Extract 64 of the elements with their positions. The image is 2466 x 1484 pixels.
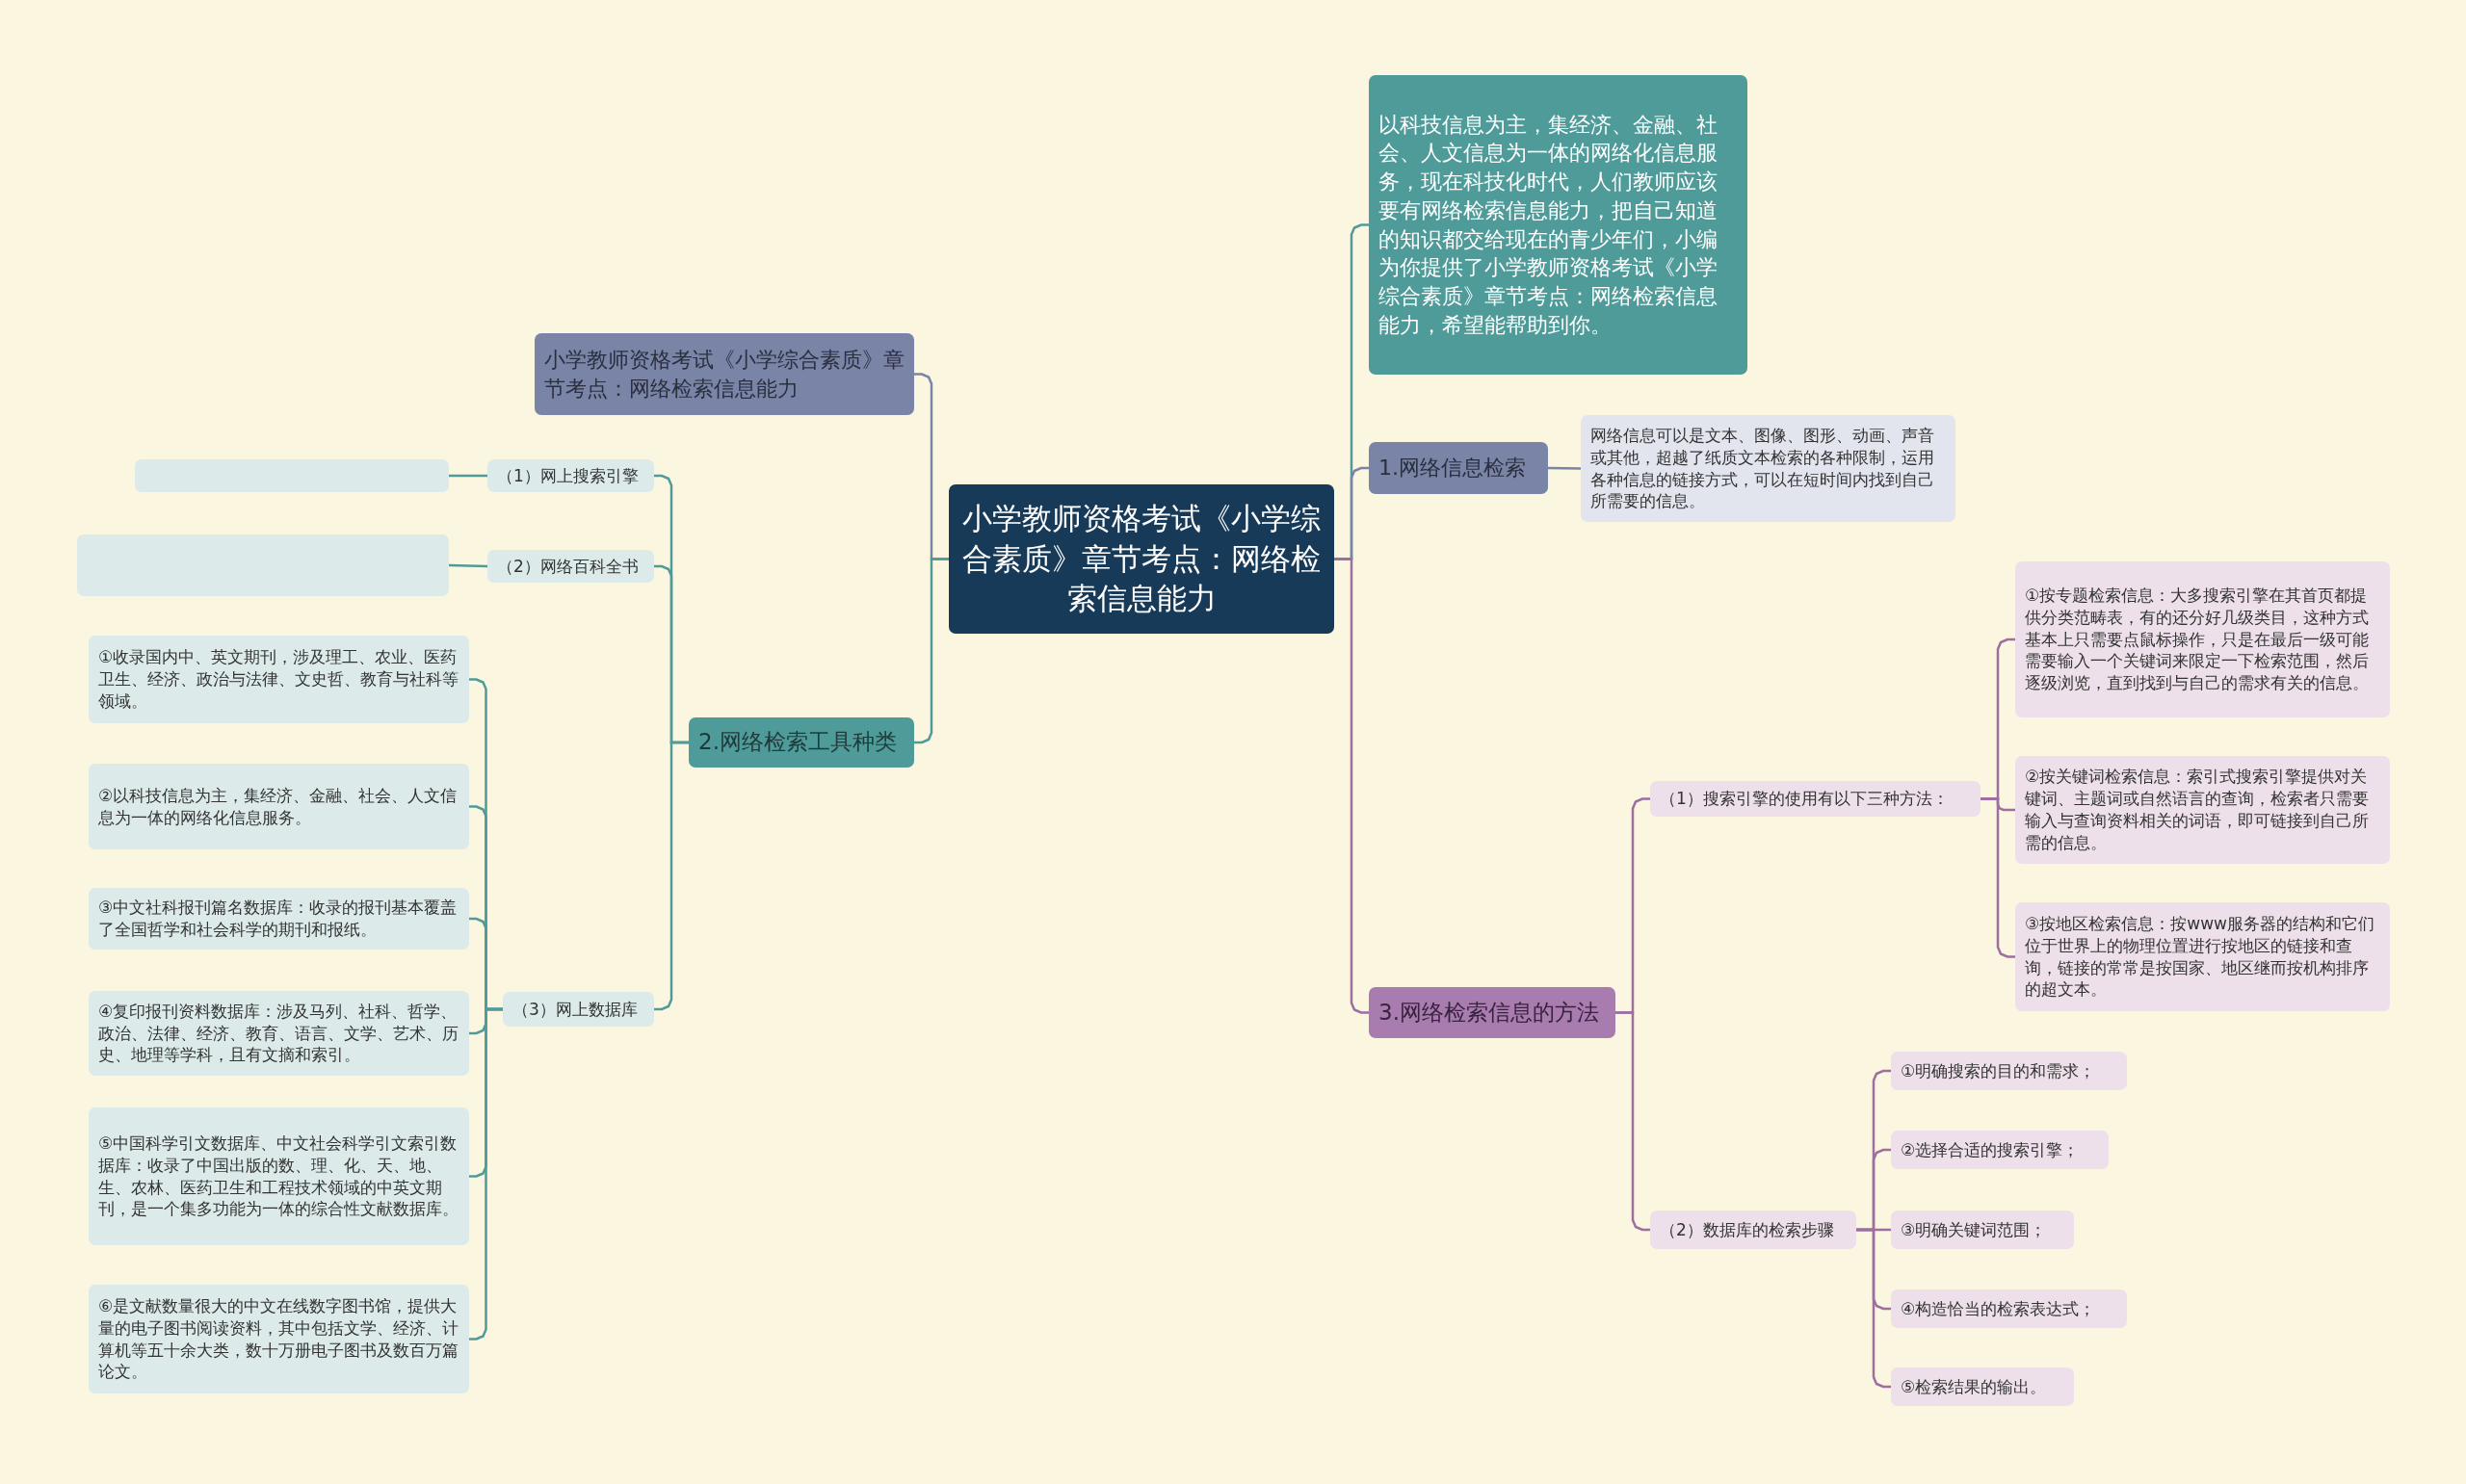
topic-text: ③明确关键词范围； — [1901, 1218, 2047, 1241]
topic-text: （1）网上搜索引擎 — [497, 464, 639, 487]
subtopic-box — [2015, 902, 2390, 1011]
topic-text: 以科技信息为主，集经济、金融、社会、人文信息为一体的网络化信息服务，现在科技化时代，人们教师应该要有网络检索信息能力，把自己知道的知识都交给现在的青少年们，小编为你提供了小学教师资格考试《小学综合素质》章节考点：网络检索信息能力，希望能帮助到你。 — [1378, 111, 1718, 339]
topic-text: 网络信息可以是文本、图像、图形、动画、声音或其他，超越了纸质文本检索的各种限制，运用各种信息的链接方式，可以在短时间内找到自己所需要的信息。 — [1590, 424, 1935, 513]
connector-line — [1615, 1011, 1650, 1232]
connector-line — [654, 741, 689, 1011]
topic-text: ①明确搜索的目的和需求； — [1901, 1059, 2096, 1082]
empty-topic-box — [135, 459, 449, 492]
connector-line — [448, 563, 488, 568]
topic-text: 小学教师资格考试《小学综合素质》章节考点：网络检索信息能力 — [961, 499, 1322, 618]
empty-topic-box — [77, 534, 449, 596]
subtopic-box — [1891, 1289, 2127, 1328]
topic-text: ⑤检索结果的输出。 — [1901, 1375, 2047, 1398]
subtopic-box — [487, 550, 654, 583]
topic-text: ②按关键词检索信息：索引式搜索引擎提供对关键词、主题词或自然语言的查询，检索者只需要输入与查询资料相关的词语，即可链接到自己所需的信息。 — [2025, 766, 2370, 854]
topic-text: ④构造恰当的检索表达式； — [1901, 1297, 2096, 1320]
subtopic-box — [1891, 1211, 2074, 1249]
subtopic-box — [503, 992, 654, 1027]
topic-text: 2.网络检索工具种类 — [698, 728, 897, 757]
topic-text: ⑤中国科学引文数据库、中文社会科学引文索引数据库：收录了中国出版的数、理、化、天、地、生、农林、医药卫生和工程技术领域的中英文期刊，是一个集多功能为一体的综合性文献数据库。 — [98, 1132, 459, 1221]
subtopic-box — [1650, 1211, 1856, 1249]
subtopic-box — [1891, 1052, 2127, 1090]
subtopic-box — [1650, 781, 1981, 817]
subtopic-box — [89, 991, 469, 1076]
central-topic-box — [949, 484, 1334, 634]
topic-text: ③按地区检索信息：按www服务器的结构和它们位于世界上的物理位置进行按地区的链接和查询，链接的常常是按国家、地区继而按机构排序的超文本。 — [2025, 912, 2375, 1002]
connector-line — [1334, 558, 1369, 1014]
connector-line — [449, 474, 487, 478]
subtopic-box — [89, 764, 469, 849]
topic-text: （2）网络百科全书 — [497, 555, 639, 578]
topic-text: （3）网上数据库 — [512, 998, 638, 1021]
branch-topic-box — [1369, 442, 1548, 494]
subtopic-box — [2015, 756, 2390, 864]
connector-line — [1981, 797, 2015, 958]
topic-text: ①收录国内中、英文期刊，涉及理工、农业、医药卫生、经济、政治与法律、文史哲、教育与社科等领域。 — [98, 646, 459, 713]
branch-topic-box — [535, 333, 914, 415]
connector-line — [469, 1007, 503, 1341]
topic-text: ②选择合适的搜索引擎； — [1901, 1138, 2080, 1161]
topic-text: （2）数据库的检索步骤 — [1660, 1218, 1834, 1241]
subtopic-box — [89, 1285, 469, 1393]
connector-line — [1856, 1228, 1891, 1389]
topic-text: （1）搜索引擎的使用有以下三种方法： — [1660, 788, 1949, 810]
subtopic-box — [1891, 1367, 2074, 1406]
connector-line — [914, 558, 949, 744]
topic-text: 1.网络信息检索 — [1378, 455, 1526, 482]
subtopic-box — [2015, 561, 2390, 717]
topic-text: ⑥是文献数量很大的中文在线数字图书馆，提供大量的电子图书阅读资料，其中包括文学、经济、计算机等五十余大类，数十万册电子图书及数百万篇论文。 — [98, 1294, 459, 1384]
branch-topic-box — [1369, 987, 1615, 1038]
topic-text: 小学教师资格考试《小学综合素质》章节考点：网络检索信息能力 — [544, 346, 905, 403]
topic-text: 3.网络检索信息的方法 — [1378, 998, 1599, 1027]
subtopic-box — [1581, 415, 1955, 522]
topic-text: ①按专题检索信息：大多搜索引擎在其首页都提供分类范畴表，有的还分好几级类目，这种方式基本上只需要点鼠标操作，只是在最后一级可能需要输入一个关键词来限定一下检索范围，然后逐级浏览，直到找到与自己的需求有关的信息。 — [2025, 584, 2370, 695]
topic-text: ④复印报刊资料数据库：涉及马列、社科、哲学、政治、法律、经济、教育、语言、文学、艺术、历史、地理等学科，且有文摘和索引。 — [98, 1000, 459, 1067]
topic-text: ③中文社科报刊篇名数据库：收录的报刊基本覆盖了全国哲学和社会科学的期刊和报纸。 — [98, 897, 459, 941]
subtopic-box — [89, 888, 469, 950]
topic-text: ②以科技信息为主，集经济、金融、社会、人文信息为一体的网络化信息服务。 — [98, 784, 459, 829]
subtopic-box — [487, 459, 654, 492]
connector-line — [1548, 466, 1581, 470]
branch-topic-box — [1369, 75, 1747, 375]
subtopic-box — [89, 636, 469, 723]
branch-topic-box — [689, 717, 914, 768]
subtopic-box — [1891, 1131, 2109, 1169]
subtopic-box — [89, 1107, 469, 1245]
